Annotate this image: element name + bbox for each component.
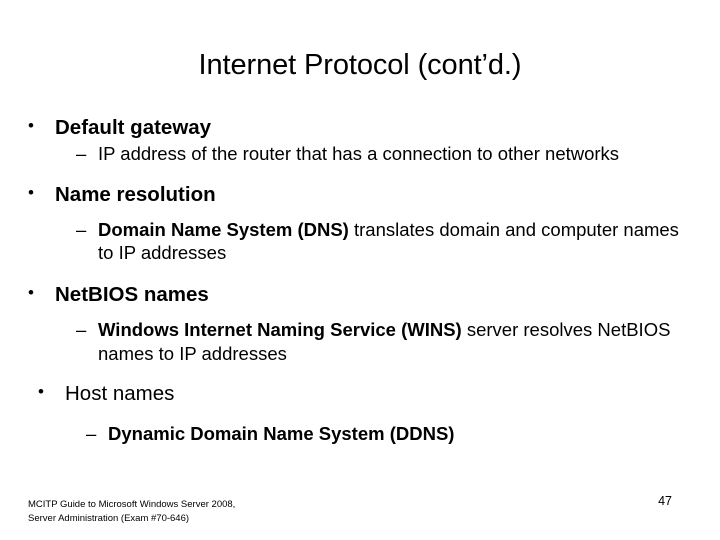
sub-bullet-name-resolution-1: – Domain Name System (DNS) translates do…	[28, 218, 692, 265]
bullet-label: Host names	[65, 382, 175, 406]
bullet-group-host-names: • Host names – Dynamic Domain Name Syste…	[28, 381, 692, 446]
footer-source-line-2: Server Administration (Exam #70-646)	[28, 513, 190, 525]
page-number: 47	[658, 494, 672, 508]
dash-marker-icon: –	[76, 319, 87, 341]
sub-bullet-plain-text: server resolves NetBIOS names to IP addr…	[98, 319, 671, 364]
sub-bullet-plain-text: IP address of the router that has a conn…	[98, 143, 620, 164]
sub-bullet-text: Dynamic Domain Name System (DDNS)	[108, 422, 692, 446]
bullet-label: Name resolution	[55, 182, 216, 206]
bullet-netbios-names: • NetBIOS names	[28, 282, 692, 307]
dash-marker-icon: –	[76, 218, 87, 240]
sub-bullet-host-names-1: – Dynamic Domain Name System (DDNS)	[28, 422, 692, 446]
bullet-marker-icon: •	[28, 283, 34, 303]
bullet-marker-icon: •	[28, 182, 34, 202]
bullet-group-default-gateway: • Default gateway – IP address of the ro…	[28, 115, 692, 166]
slide-title: Internet Protocol (cont’d.)	[198, 49, 522, 81]
sub-bullet-bold-text: Domain Name System (DNS)	[98, 218, 349, 240]
bullet-name-resolution: • Name resolution	[28, 182, 692, 207]
bullet-marker-icon: •	[28, 116, 34, 135]
sub-bullet-text: Windows Internet Naming Service (WINS) s…	[98, 318, 692, 365]
sub-bullet-text: IP address of the router that has a conn…	[98, 142, 692, 166]
dash-marker-icon: –	[76, 143, 87, 164]
bullet-label: Default gateway	[55, 116, 212, 139]
bullet-group-netbios-names: • NetBIOS names – Windows Internet Namin…	[28, 282, 692, 365]
sub-bullet-bold-text: Dynamic Domain Name System (DDNS)	[108, 423, 455, 445]
dash-marker-icon: –	[86, 423, 97, 445]
sub-bullet-netbios-names-1: – Windows Internet Naming Service (WINS)…	[28, 318, 692, 365]
bullet-default-gateway: • Default gateway	[28, 115, 692, 140]
slide-body: • Default gateway – IP address of the ro…	[28, 115, 692, 446]
sub-bullet-plain-text: translates domain and computer names to …	[98, 218, 679, 264]
footer-source: MCITP Guide to Microsoft Windows Server …	[28, 498, 235, 526]
sub-bullet-bold-text: Windows Internet Naming Service (WINS)	[98, 319, 462, 341]
bullet-marker-icon: •	[38, 382, 44, 402]
bullet-group-name-resolution: • Name resolution – Domain Name System (…	[28, 182, 692, 265]
bullet-host-names: • Host names	[28, 381, 692, 406]
footer-source-line-1: MCITP Guide to Microsoft Windows Server …	[28, 499, 236, 511]
bullet-label: NetBIOS names	[55, 283, 209, 307]
sub-bullet-text: Domain Name System (DNS) translates doma…	[98, 218, 692, 265]
sub-bullet-default-gateway-1: – IP address of the router that has a co…	[28, 142, 692, 166]
